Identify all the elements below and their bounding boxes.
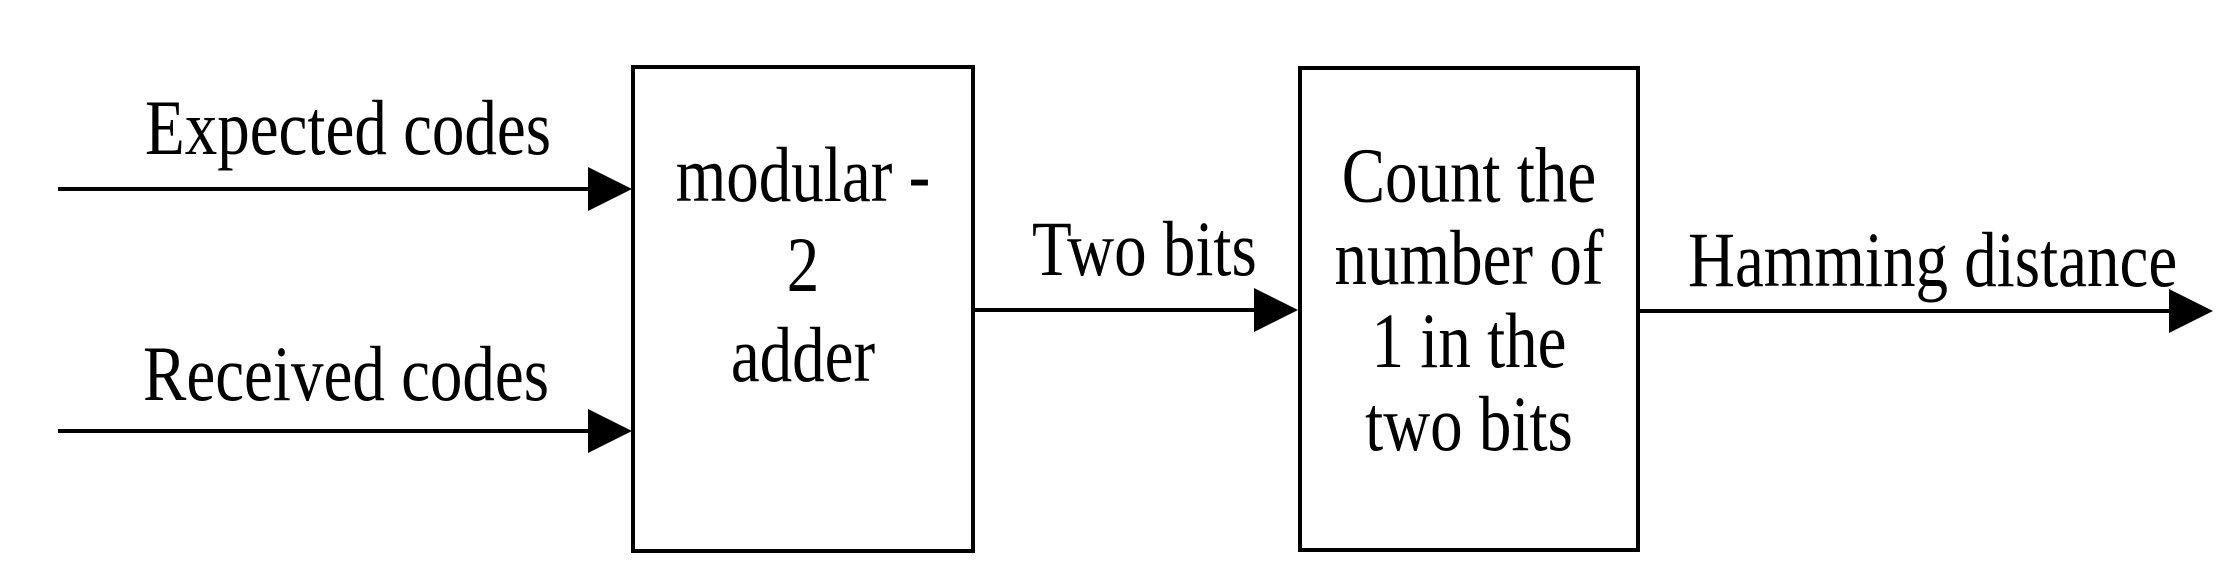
block-text-line: two bits — [1365, 381, 1573, 468]
block-text-line: number of — [1334, 215, 1604, 303]
two-bits-arrow-line — [975, 308, 1256, 312]
block-text-line: 2 — [786, 222, 820, 310]
label-hamming-distance: Hamming distance — [1688, 217, 2178, 305]
hamming-distance-arrow-line — [1640, 309, 2171, 313]
label-two-bits: Two bits — [1032, 206, 1257, 294]
expected-codes-arrowhead-icon — [588, 167, 632, 211]
expected-codes-arrow-line — [58, 187, 590, 191]
block-modular-2-adder — [631, 65, 975, 553]
block-count-ones-text: Count the number of 1 in the two bits — [1298, 135, 1640, 466]
block-text-line: modular - — [675, 132, 931, 220]
label-expected-codes: Expected codes — [145, 85, 552, 173]
block-text-line: Count the — [1341, 133, 1597, 220]
hamming-distance-arrowhead-icon — [2169, 289, 2213, 333]
received-codes-arrowhead-icon — [588, 409, 632, 453]
block-count-ones — [1298, 66, 1640, 552]
block-text-line: adder — [730, 312, 876, 400]
block-text-line: 1 in the — [1371, 298, 1567, 385]
received-codes-arrow-line — [58, 429, 590, 433]
two-bits-arrowhead-icon — [1254, 288, 1298, 332]
block-modular-2-adder-text: modular - 2 adder — [631, 132, 975, 402]
label-received-codes: Received codes — [143, 331, 550, 419]
